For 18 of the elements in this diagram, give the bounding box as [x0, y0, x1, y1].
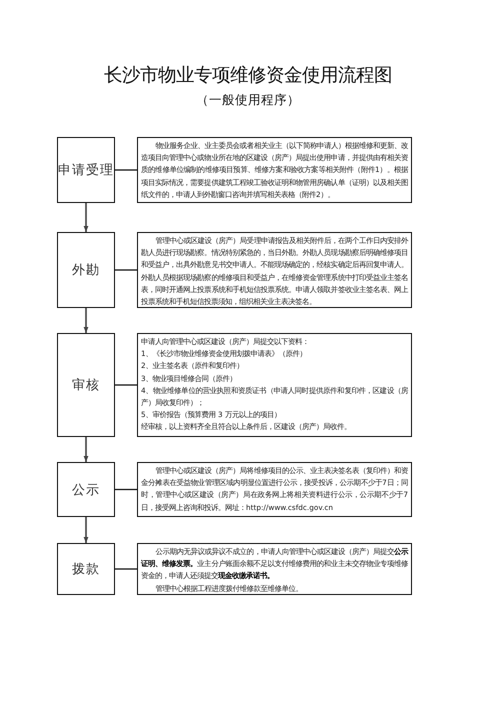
- description-box: [137, 543, 412, 595]
- connector-line: [115, 568, 137, 570]
- arrow: [84, 437, 88, 462]
- step-box: 外勘: [57, 232, 115, 308]
- step-box: 申请受理: [57, 137, 115, 203]
- step-box: 拨款: [57, 543, 115, 595]
- title: 长沙市物业专项维修资金使用流程图: [103, 64, 393, 87]
- connector-line: [115, 269, 137, 271]
- step-box: 公示: [57, 462, 115, 517]
- step-box: 审核: [57, 333, 115, 437]
- subtitle: （一般使用程序）: [195, 92, 301, 109]
- connector-line: [115, 488, 137, 490]
- connector-line: [115, 384, 137, 386]
- description-box: [137, 333, 412, 437]
- connector-line: [115, 169, 137, 171]
- arrow: [84, 203, 88, 232]
- arrow: [84, 308, 88, 333]
- arrow: [84, 517, 88, 543]
